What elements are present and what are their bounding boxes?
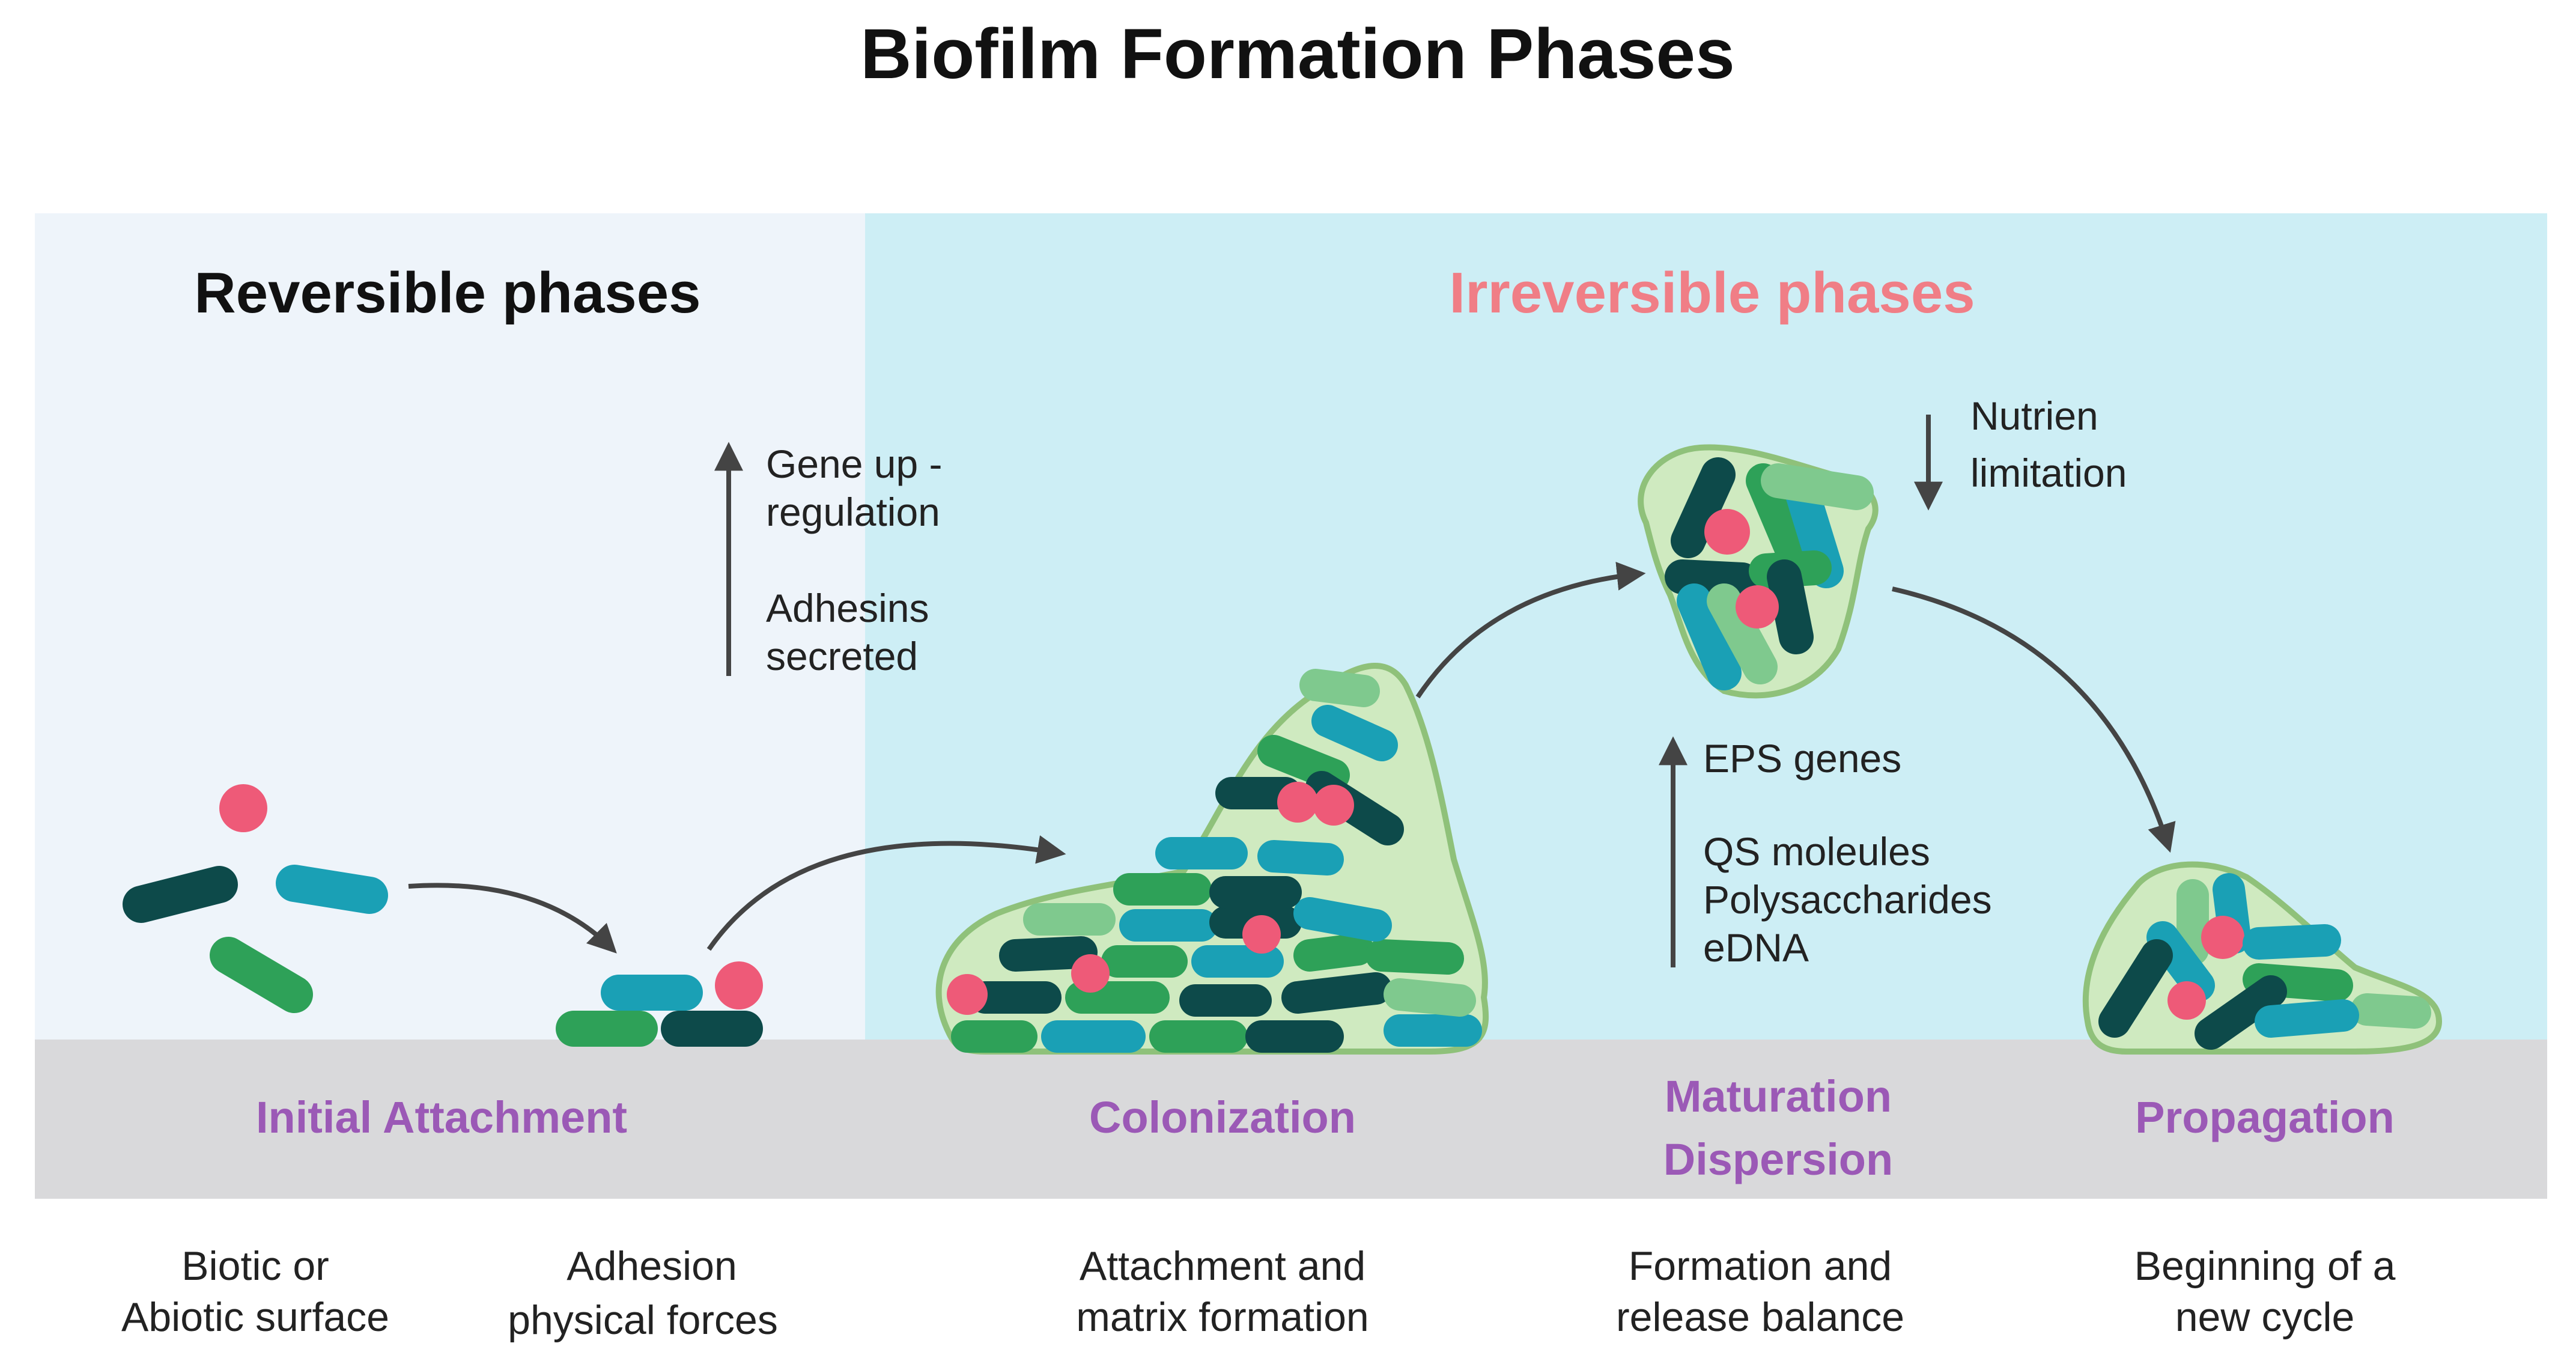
phase-propagation: Propagation [2135,1092,2395,1142]
reversible-panel [35,213,867,1055]
nutrien-text: limitation [1970,451,2127,495]
rod-cell [210,937,313,1013]
pink-cell [219,784,267,832]
pink-cell [2201,916,2244,959]
phase-dispersion: Dispersion [1663,1134,1893,1184]
rod-cell [1311,705,1398,761]
nutrien-text: Nutrien [1970,394,2098,438]
rod-cell [123,866,238,923]
caption-surface: Biotic or [181,1243,329,1289]
reversible-label: Reversible phases [194,261,700,325]
rod-cell [1257,840,1344,875]
rod-cell [2351,993,2431,1029]
pink-cell [1736,585,1779,629]
rod-cell [1671,457,1736,558]
pink-cell [2167,981,2206,1020]
gene-up-text: regulation [766,490,940,534]
rod-cell [1677,583,1742,690]
rod-cell [1293,897,1392,942]
pink-cell [1313,785,1354,826]
pink-cell [715,961,763,1009]
phase-maturation: Maturation [1665,1071,1892,1121]
propagation-biofilm [2082,861,2443,1055]
phase-initial-attachment: Initial Attachment [256,1092,627,1142]
phase-colonization: Colonization [1089,1092,1356,1142]
pink-cell [1277,782,1318,823]
caption-begin: Beginning of a [2134,1243,2396,1289]
caption-surface: Abiotic surface [121,1294,389,1340]
rod-cell [2255,999,2359,1038]
free-cells [123,784,388,1013]
arrow [408,883,617,954]
rod-cell [1293,933,1374,972]
diagram-title: Biofilm Formation Phases [860,14,1735,94]
surface-ground [35,1040,2547,1199]
colonization-biofilm [935,663,1489,1055]
rod-cell [1365,939,1464,975]
caption-attachment: Attachment and [1080,1243,1365,1289]
qs-text: QS moleules [1703,829,1930,874]
rod-cell [1665,559,1760,597]
rod-cell [1761,463,1874,510]
rod-cell [2195,975,2287,1050]
polysaccharides-text: Polysaccharides [1703,877,1992,922]
pink-cell [1242,915,1281,954]
rod-cell [2243,924,2341,960]
adhesins-text: Adhesins [766,586,929,630]
caption-begin: new cycle [2175,1294,2355,1340]
rod-cell [1299,669,1380,707]
arrow [1415,561,1646,699]
eps-text: EPS genes [1703,736,1901,781]
edna-text: eDNA [1703,925,1809,970]
caption-adhesion: physical forces [508,1297,778,1343]
rod-cell [276,865,388,914]
attached-cells [556,961,763,1047]
rod-cell [1767,559,1814,654]
gene-up-text: Gene up - [766,442,943,486]
rod-cell [2098,939,2173,1038]
adhesins-text: secreted [766,634,918,678]
caption-attachment: matrix formation [1076,1294,1368,1340]
rod-cell [1384,978,1476,1017]
arrow [1892,586,2176,853]
pink-cell [1071,954,1110,993]
caption-formation: Formation and [1629,1243,1892,1289]
pink-cell [947,974,988,1015]
rod-cell [1707,583,1778,684]
caption-adhesion: Adhesion [567,1243,737,1289]
caption-formation: release balance [1616,1294,1904,1340]
rod-cell [1281,972,1392,1014]
arrow [706,835,1066,951]
maturation-biofilm [1638,444,1879,699]
rod-cell [999,936,1098,972]
irreversible-label: Irreversible phases [1449,261,1975,325]
pink-cell [1704,509,1750,555]
